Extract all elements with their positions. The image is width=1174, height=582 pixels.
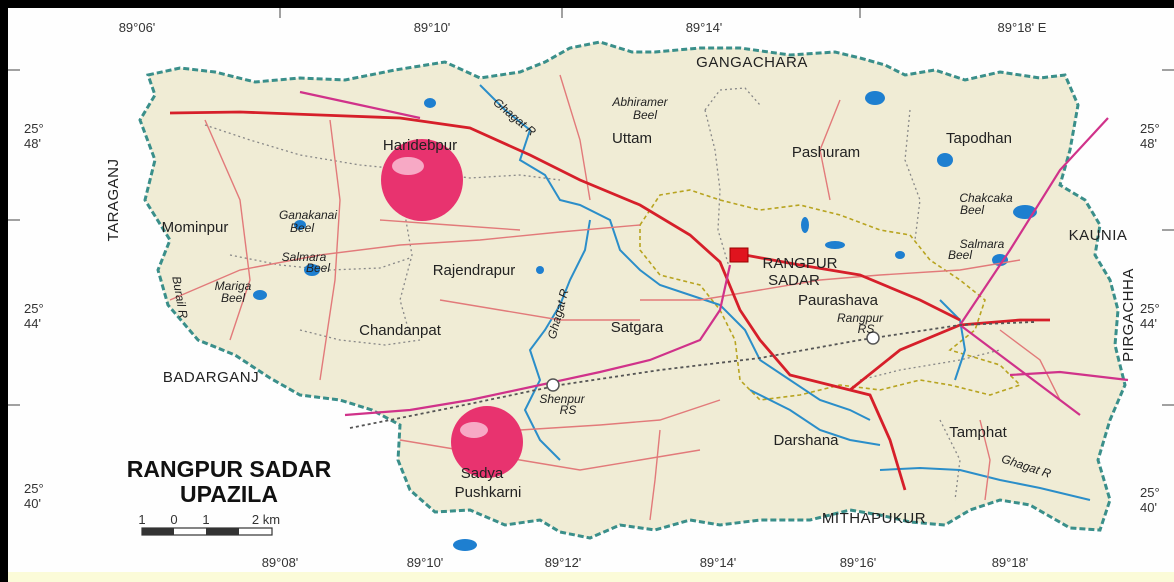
label-salmara-east-2: Beel (948, 248, 972, 262)
union-pashuram: Pashuram (792, 144, 860, 161)
graticule-ticks (8, 8, 1174, 406)
union-tamphat: Tamphat (949, 424, 1007, 441)
left-coord-2-deg: 25° (24, 301, 44, 316)
hq-label-line2: SADAR (768, 272, 820, 289)
top-coord-4: 89°18' E (998, 20, 1047, 35)
right-coord-3-deg: 25° (1140, 485, 1160, 500)
right-coord-1-deg: 25° (1140, 121, 1160, 136)
label-chakcaka-beel-2: Beel (960, 203, 984, 217)
bottom-coord-1: 89°08' (262, 555, 299, 570)
right-coord-1-min: 48' (1140, 136, 1157, 151)
shenpur-station (546, 378, 560, 392)
secondary-roads (299, 90, 1129, 417)
union-chandanpat: Chandanpat (359, 322, 442, 339)
bottom-coord-3: 89°12' (545, 555, 582, 570)
union-haridebpur: Haridebpur (383, 137, 457, 154)
label-shenpur-rs-1: Shenpur (539, 392, 585, 406)
railway (349, 321, 1036, 429)
paurashava-boundary (639, 189, 1022, 401)
label-shenpur-rs-2: RS (560, 403, 577, 417)
union-tapodhan: Tapodhan (946, 130, 1012, 147)
bottom-coord-2: 89°10' (407, 555, 444, 570)
union-sadya-line2: Pushkarni (455, 484, 522, 501)
union-uttam: Uttam (612, 130, 652, 147)
top-coord-2: 89°10' (414, 20, 451, 35)
union-paurashava: Paurashava (798, 292, 879, 309)
label-abhiramer-beel-2: Beel (633, 108, 657, 122)
union-darshana: Darshana (773, 432, 839, 449)
union-rajendrapur: Rajendrapur (433, 262, 516, 279)
neighbor-badarganj: BADARGANJ (163, 369, 259, 386)
rivers (479, 84, 1091, 501)
minor-roads (169, 74, 1061, 521)
left-coord-1-min: 48' (24, 136, 41, 151)
hq-label-line1: RANGPUR (762, 255, 837, 272)
neighbor-mithapukur: MITHAPUKUR (822, 510, 926, 527)
neighbor-kaunia: KAUNIA (1069, 227, 1128, 244)
right-coord-3-min: 40' (1140, 500, 1157, 515)
label-mariga-beel-2: Beel (221, 291, 245, 305)
left-coord-2-min: 44' (24, 316, 41, 331)
neighbor-gangachara: GANGACHARA (696, 54, 808, 71)
rangpur-station (866, 331, 880, 345)
label-rangpur-rs-1: Rangpur (837, 311, 884, 325)
label-ganakanai-beel-1: Ganakanai (279, 208, 337, 222)
bottom-coord-4: 89°14' (700, 555, 737, 570)
map-title-line1: RANGPUR SADAR (127, 456, 332, 482)
left-coord-3-min: 40' (24, 496, 41, 511)
label-salmara-west-1: Salmara (282, 250, 327, 264)
union-mominpur: Mominpur (162, 219, 229, 236)
scale-tick-0: 0 (170, 512, 177, 527)
label-abhiramer-beel-1: Abhiramer (611, 95, 668, 109)
label-chakcaka-beel-1: Chakcaka (959, 191, 1013, 205)
top-coord-3: 89°14' (686, 20, 723, 35)
scale-tick-1: 1 (138, 512, 145, 527)
left-coord-1-deg: 25° (24, 121, 44, 136)
bottom-coord-5: 89°16' (840, 555, 877, 570)
label-rangpur-rs-2: RS (858, 322, 875, 336)
neighbor-pirgachha: PIRGACHHA (1120, 268, 1137, 362)
bottom-strip (8, 572, 1174, 582)
bottom-coord-6: 89°18' (992, 555, 1029, 570)
left-coord-3-deg: 25° (24, 481, 44, 496)
scale-tick-2km: 2 km (252, 512, 280, 527)
top-coord-1: 89°06' (119, 20, 156, 35)
scale-tick-1b: 1 (202, 512, 209, 527)
neighbor-taraganj: TARAGANJ (105, 159, 122, 242)
map-title-line2: UPAZILA (180, 481, 278, 507)
right-coord-2-min: 44' (1140, 316, 1157, 331)
pink-ball-markers (381, 139, 523, 478)
label-ganakanai-beel-2: Beel (290, 221, 314, 235)
scale-bar: 1 0 1 2 km (138, 512, 280, 536)
upazila-hq-marker (729, 247, 749, 263)
right-coord-2-deg: 25° (1140, 301, 1160, 316)
label-salmara-west-2: Beel (306, 261, 330, 275)
label-mariga-beel-1: Mariga (215, 279, 252, 293)
union-satgara: Satgara (611, 319, 664, 336)
union-sadya-line1: Sadya (461, 465, 504, 482)
label-salmara-east-1: Salmara (960, 237, 1005, 251)
